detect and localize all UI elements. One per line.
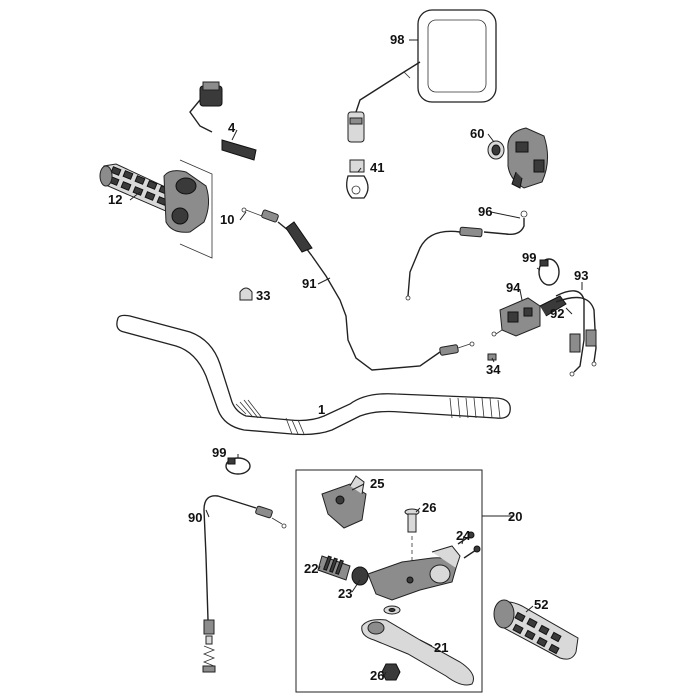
label-99-lower: 99 — [212, 445, 226, 460]
mirror-clamp-part — [346, 159, 369, 199]
throttle-cable-part — [241, 207, 475, 371]
label-91: 91 — [302, 276, 316, 291]
part-number-labels: 98 4 60 41 12 10 96 99 93 91 33 94 92 34… — [108, 32, 588, 683]
lever-housing-part — [367, 545, 461, 601]
screw-part-upper — [404, 508, 420, 580]
label-41: 41 — [370, 160, 384, 175]
label-98: 98 — [390, 32, 404, 47]
label-22: 22 — [304, 561, 318, 576]
light-switch-part — [487, 127, 548, 189]
label-20: 20 — [508, 509, 522, 524]
label-92: 92 — [550, 306, 564, 321]
label-52: 52 — [534, 597, 548, 612]
label-25: 25 — [370, 476, 384, 491]
control-cables-part — [555, 290, 597, 377]
label-12: 12 — [108, 192, 122, 207]
label-21: 21 — [434, 640, 448, 655]
kill-switch-part — [189, 81, 257, 161]
label-34: 34 — [486, 362, 501, 377]
bracket-part — [321, 475, 367, 529]
clutch-cable-part — [202, 495, 287, 673]
adjuster-part — [317, 555, 369, 586]
label-26-upper: 26 — [422, 500, 436, 515]
label-99-upper: 99 — [522, 250, 536, 265]
hose-clamp-part-lower — [225, 457, 251, 475]
nut-part-lower — [381, 663, 401, 681]
throttle-housing-part — [163, 159, 213, 259]
label-90: 90 — [188, 510, 202, 525]
label-1: 1 — [318, 402, 325, 417]
label-24: 24 — [456, 528, 471, 543]
label-33: 33 — [256, 288, 270, 303]
choke-cable-part — [405, 210, 528, 301]
label-26-lower: 26 — [370, 668, 384, 683]
left-grip-part — [493, 599, 579, 660]
throttle-grip-part — [99, 163, 177, 213]
clamp-screws-part — [457, 531, 481, 559]
mirror-part — [347, 9, 497, 143]
label-94: 94 — [506, 280, 521, 295]
leader-lines — [129, 39, 583, 677]
cap-nut-part — [239, 287, 253, 301]
label-4: 4 — [228, 120, 236, 135]
label-23: 23 — [338, 586, 352, 601]
small-nut-part — [487, 353, 497, 361]
label-10: 10 — [220, 212, 234, 227]
clutch-lever-part — [361, 619, 474, 686]
lever-assembly-box — [295, 469, 514, 693]
hose-clamp-part-upper — [538, 258, 560, 286]
label-93: 93 — [574, 268, 588, 283]
washer-part — [383, 605, 401, 615]
label-60: 60 — [470, 126, 484, 141]
handlebar-part — [116, 314, 511, 436]
label-96: 96 — [478, 204, 492, 219]
